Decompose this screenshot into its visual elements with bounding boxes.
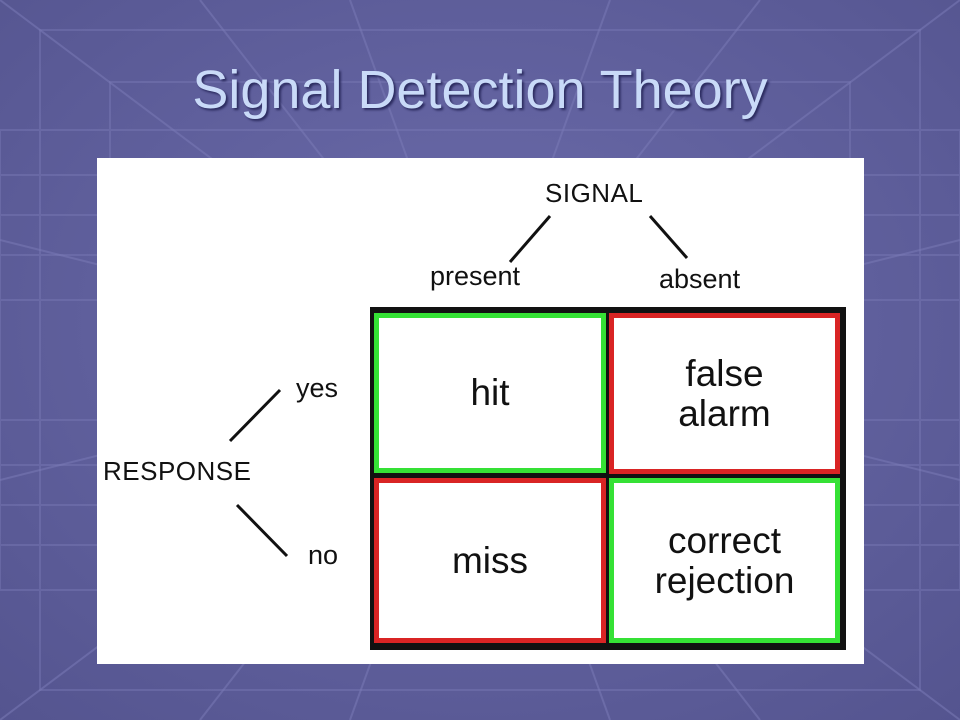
signal-present-connector <box>508 215 552 263</box>
cell-miss: miss <box>374 478 606 643</box>
cell-miss-line1: miss <box>451 539 529 581</box>
response-no-connector <box>235 503 289 558</box>
signal-absent-connector <box>648 215 689 259</box>
cell-false-alarm-line1: false <box>685 352 764 394</box>
yes-label: yes <box>296 373 339 403</box>
cell-false-alarm-line2: alarm <box>678 392 771 434</box>
cell-false-alarm: false alarm <box>609 313 840 474</box>
slide-title: Signal Detection Theory <box>192 60 768 120</box>
cell-hit-line1: hit <box>470 372 510 413</box>
response-yes-connector <box>228 388 282 443</box>
cell-hit: hit <box>374 313 606 473</box>
response-label: RESPONSE <box>103 456 252 486</box>
cell-correct-rejection: correct rejection <box>609 478 840 643</box>
no-label: no <box>308 540 339 570</box>
absent-label: absent <box>659 264 741 294</box>
signal-detection-diagram: SIGNAL present absent RESPONSE yes no hi… <box>97 158 864 664</box>
cell-correct-rejection-line2: rejection <box>654 559 795 601</box>
present-label: present <box>430 261 521 291</box>
cell-correct-rejection-line1: correct <box>667 519 782 561</box>
signal-label: SIGNAL <box>545 178 644 208</box>
